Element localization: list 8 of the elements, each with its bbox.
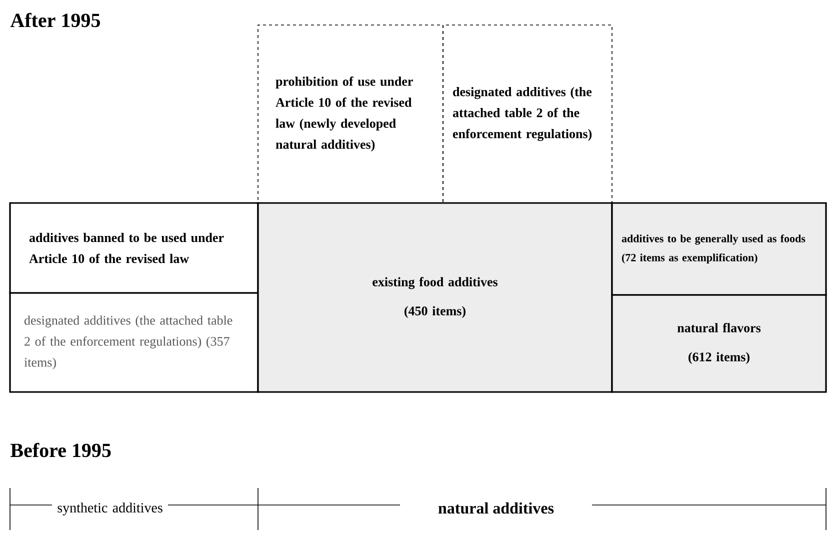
dimension-label: natural additives	[438, 502, 554, 514]
section-heading: Before 1995	[10, 442, 111, 458]
table-cell: additives to be generally used as foods (72 items as exemplification)	[611, 202, 827, 296]
table-cell: designated additives (the attached table 2 of the enforcement regulations) (357 items)	[9, 292, 259, 393]
table-cell: additives banned to be used under Article 10 of the revised law	[9, 202, 259, 294]
table-cell: natural flavors (612 items)	[611, 294, 827, 393]
section-heading: After 1995	[10, 12, 100, 28]
dimension-label: synthetic additives	[58, 502, 162, 516]
